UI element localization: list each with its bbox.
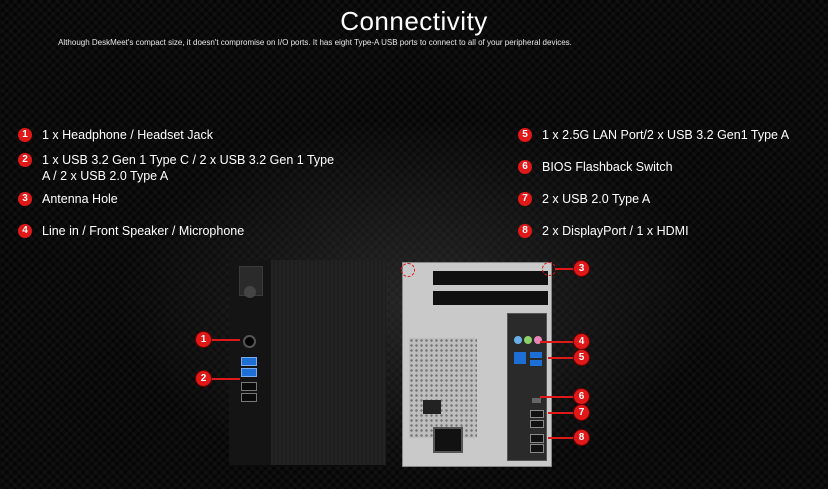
number-badge: 3 [18, 192, 32, 206]
number-badge: 6 [518, 160, 532, 174]
audio-jack-icon [514, 336, 522, 344]
feature-item-1: 1 1 x Headphone / Headset Jack [18, 127, 338, 143]
feature-text: 1 x USB 3.2 Gen 1 Type C / 2 x USB 3.2 G… [42, 153, 335, 183]
callout-badge-7: 7 [574, 405, 589, 420]
vent-grille [409, 338, 477, 438]
callout-line [540, 341, 574, 343]
lan-port-icon [514, 352, 526, 364]
callout-badge-1: 1 [196, 332, 211, 347]
audio-jack-icon [524, 336, 532, 344]
usb-port-icon [241, 368, 257, 377]
usb-port-icon [241, 357, 257, 366]
feature-text: 2 x DisplayPort / 1 x HDMI [542, 224, 689, 238]
number-badge: 5 [518, 128, 532, 142]
bios-switch-icon [532, 398, 541, 403]
callout-line [548, 437, 574, 439]
callout-badge-5: 5 [574, 350, 589, 365]
callout-badge-2: 2 [196, 371, 211, 386]
number-badge: 1 [18, 128, 32, 142]
headphone-jack-icon [243, 335, 256, 348]
feature-text: 1 x 2.5G LAN Port/2 x USB 3.2 Gen1 Type … [542, 128, 790, 142]
page-title: Connectivity [340, 6, 488, 36]
callout-line [210, 339, 240, 341]
callout-badge-6: 6 [574, 389, 589, 404]
antenna-hole-marker [401, 263, 415, 277]
usb-port-icon [241, 393, 257, 402]
feature-item-7: 7 2 x USB 2.0 Type A [518, 191, 818, 207]
number-badge: 8 [518, 224, 532, 238]
feature-text: 1 x Headphone / Headset Jack [42, 128, 213, 142]
feature-item-6: 6 BIOS Flashback Switch [518, 159, 818, 175]
displayport-icon [530, 434, 544, 443]
feature-item-8: 8 2 x DisplayPort / 1 x HDMI [518, 223, 818, 239]
usb-port-icon [530, 420, 544, 428]
psu-switch-icon [423, 400, 441, 414]
power-socket-icon [433, 427, 463, 453]
pc-front-image [229, 260, 386, 465]
pcie-slot [433, 271, 548, 285]
front-panel [271, 260, 386, 465]
pcie-slot [433, 291, 548, 305]
pc-rear-image [402, 262, 552, 467]
feature-text: Line in / Front Speaker / Microphone [42, 224, 245, 238]
feature-item-2: 2 1 x USB 3.2 Gen 1 Type C / 2 x USB 3.2… [18, 152, 338, 184]
hdmi-port-icon [530, 444, 544, 453]
callout-line [556, 268, 574, 270]
number-badge: 2 [18, 153, 32, 167]
usb-port-icon [530, 352, 542, 358]
callout-badge-4: 4 [574, 334, 589, 349]
callout-badge-3: 3 [574, 261, 589, 276]
feature-item-5: 5 1 x 2.5G LAN Port/2 x USB 3.2 Gen1 Typ… [518, 127, 818, 143]
callout-line [548, 412, 574, 414]
callout-line [210, 378, 240, 380]
page-subtitle: Although DeskMeet's compact size, it doe… [58, 38, 572, 47]
antenna-hole-marker [542, 262, 556, 276]
feature-text: BIOS Flashback Switch [542, 160, 673, 174]
front-io-strip [229, 260, 272, 465]
number-badge: 7 [518, 192, 532, 206]
power-icon [244, 286, 256, 298]
feature-item-3: 3 Antenna Hole [18, 191, 338, 207]
rear-io-panel [507, 313, 547, 461]
callout-badge-8: 8 [574, 430, 589, 445]
usb-port-icon [530, 360, 542, 366]
feature-item-4: 4 Line in / Front Speaker / Microphone [18, 223, 338, 239]
callout-line [540, 396, 574, 398]
usb-port-icon [241, 382, 257, 391]
feature-text: 2 x USB 2.0 Type A [542, 192, 651, 206]
audio-jack-icon [534, 336, 542, 344]
usb-port-icon [530, 410, 544, 418]
feature-text: Antenna Hole [42, 192, 118, 206]
callout-line [548, 357, 574, 359]
number-badge: 4 [18, 224, 32, 238]
